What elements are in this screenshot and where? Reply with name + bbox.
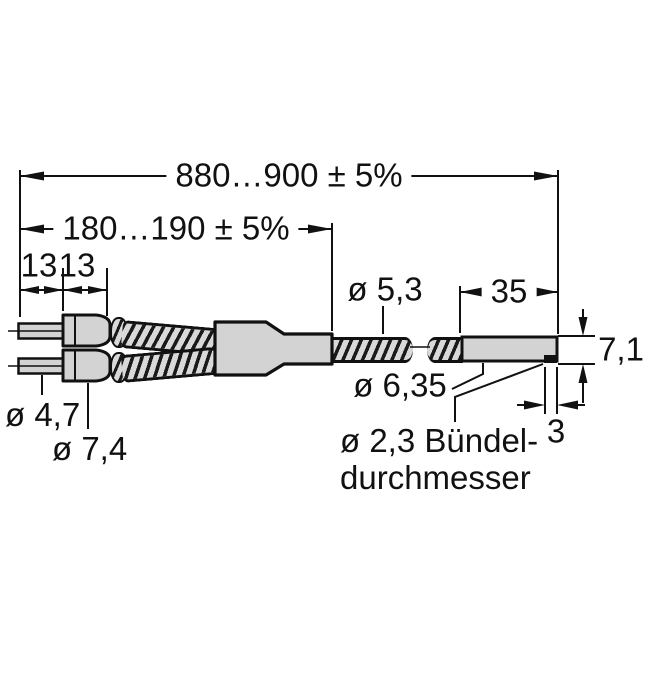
- label-ferrule-diameter: ø 7,4: [52, 430, 128, 467]
- y-junction-body: [213, 320, 334, 377]
- sensor-sleeve: [460, 335, 559, 363]
- arrowhead: [578, 317, 588, 336]
- arrowhead: [20, 224, 44, 234]
- label-bundle-diameter-line2: durchmesser: [340, 459, 531, 496]
- arrowhead: [63, 286, 82, 294]
- dim-tip-length-2: 13: [58, 246, 96, 284]
- label-bundle-diameter-line1: ø 2,3 Bündel-: [340, 422, 539, 459]
- braided-cable-main-2: [427, 337, 463, 363]
- dim-branch-length: 180…190 ± 5%: [53, 211, 299, 247]
- arrowhead: [536, 287, 558, 297]
- braided-cable-main: [330, 337, 413, 363]
- arrowhead: [20, 286, 39, 294]
- arrowhead: [460, 287, 482, 297]
- label-sleeve-diameter: ø 6,35: [353, 366, 447, 404]
- dim-sleeve-length: 35: [481, 274, 537, 310]
- dim-tip-protrusion: 3: [546, 412, 566, 450]
- arrowhead: [20, 171, 44, 181]
- ferrule-bottom: [61, 348, 112, 383]
- label-cable-diameter: ø 5,3: [347, 270, 423, 308]
- ferrule-top: [61, 313, 112, 348]
- bundle-diameter-leader: [454, 363, 544, 422]
- label-tip-diameter: ø 4,7: [5, 396, 81, 433]
- arrowhead: [308, 224, 332, 234]
- dim-sleeve-height: 7,1: [598, 330, 644, 368]
- overall-length-dimension-lines: [19, 170, 559, 334]
- bundle-tip: [544, 355, 557, 363]
- arrowhead: [88, 286, 107, 294]
- sleeve-height-dimension-lines: [558, 309, 595, 403]
- arrowhead: [578, 364, 588, 383]
- arrowhead: [534, 171, 558, 181]
- dim-tip-length-1: 13: [20, 246, 58, 284]
- arrowhead: [524, 400, 545, 410]
- arrowhead: [44, 286, 63, 294]
- sleeve-diameter-leader: [451, 363, 484, 390]
- dim-overall-length: 880…900 ± 5%: [166, 158, 412, 194]
- arrowhead: [557, 400, 578, 410]
